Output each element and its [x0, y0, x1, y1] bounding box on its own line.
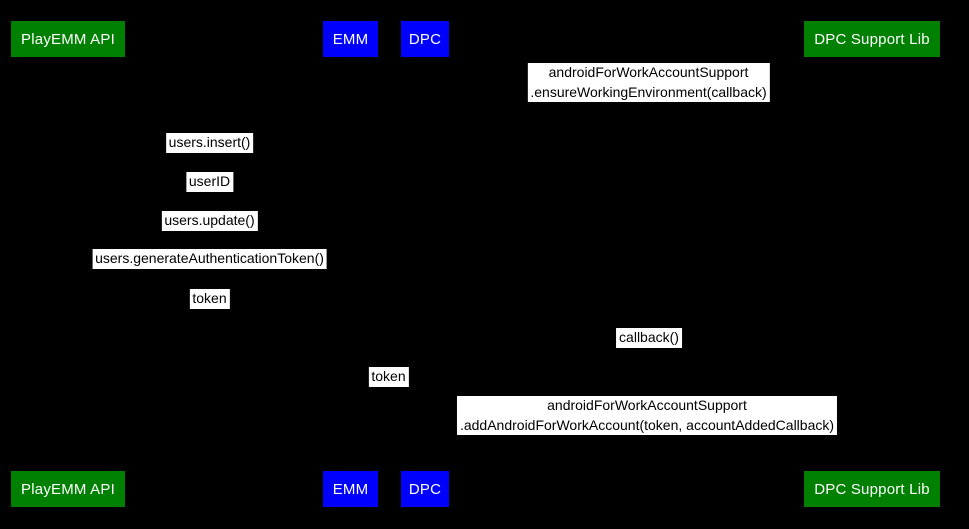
actor-label: PlayEMM API	[21, 480, 115, 498]
actor-emm-top: EMM	[323, 21, 378, 57]
actor-label: EMM	[332, 480, 369, 498]
actor-dpc-support-lib-bottom: DPC Support Lib	[804, 471, 940, 507]
actor-emm-bottom: EMM	[323, 471, 378, 507]
msg-token-to-dpc: token	[368, 367, 409, 387]
message-line: .ensureWorkingEnvironment(callback)	[530, 83, 767, 100]
message-line: users.insert()	[168, 134, 251, 150]
msg-userid: userID	[185, 172, 234, 192]
message-line: callback()	[619, 329, 679, 345]
msg-users-update: users.update()	[161, 211, 258, 231]
actor-label: DPC Support Lib	[814, 30, 930, 48]
msg-callback: callback()	[616, 328, 682, 348]
actor-dpc-top: DPC	[401, 21, 449, 57]
msg-users-insert: users.insert()	[165, 133, 254, 153]
actor-label: PlayEMM API	[21, 30, 115, 48]
actor-label: DPC Support Lib	[814, 480, 930, 498]
message-line: token	[371, 368, 406, 384]
message-line: androidForWorkAccountSupport	[547, 397, 747, 413]
actor-dpc-bottom: DPC	[401, 471, 449, 507]
message-line: users.generateAuthenticationToken()	[95, 250, 324, 266]
message-line: .addAndroidForWorkAccount(token, account…	[459, 416, 835, 433]
message-line: androidForWorkAccountSupport	[548, 64, 749, 80]
actor-label: DPC	[408, 30, 442, 48]
actor-label: DPC	[408, 480, 442, 498]
msg-generate-authentication-token: users.generateAuthenticationToken()	[92, 249, 327, 269]
actor-dpc-support-lib-top: DPC Support Lib	[804, 21, 940, 57]
actor-playemm-api-bottom: PlayEMM API	[11, 471, 125, 507]
message-line: token	[192, 290, 227, 306]
msg-ensure-working-environment: androidForWorkAccountSupport .ensureWorki…	[527, 63, 770, 102]
actor-playemm-api-top: PlayEMM API	[11, 21, 125, 57]
message-line: userID	[188, 173, 231, 189]
msg-token-to-emm: token	[189, 289, 230, 309]
message-line: users.update()	[164, 212, 255, 228]
msg-add-android-for-work-account: androidForWorkAccountSupport .addAndroidF…	[456, 396, 838, 435]
actor-label: EMM	[332, 30, 369, 48]
